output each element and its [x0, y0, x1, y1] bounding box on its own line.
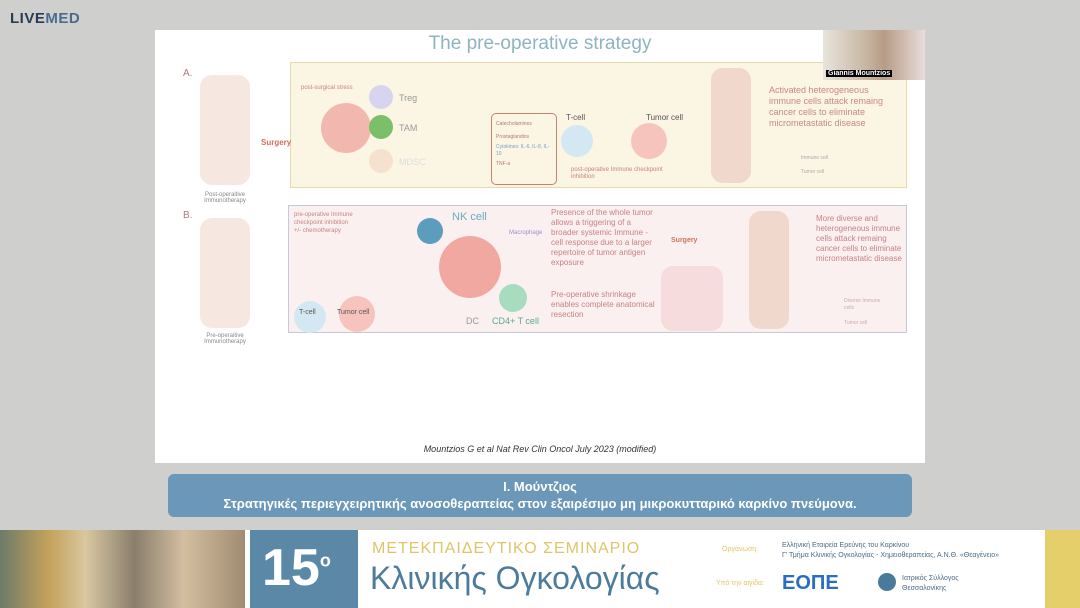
legend-item: Cytokines: IL-6, IL-8, IL-10 [496, 144, 550, 157]
talk-title: Στρατηγικές περιεγχειρητικής ανοσοθεραπε… [223, 496, 857, 511]
body-figure-a [711, 68, 751, 183]
tumor-cell [339, 296, 375, 332]
legend-item: Prostaglandins [496, 134, 530, 140]
legend-item: TNF-a [496, 161, 511, 167]
tumor-cell-label: Tumor cell [337, 309, 370, 316]
treg-cell [369, 85, 393, 109]
tumor-cluster [321, 103, 371, 153]
eope-logo: ΕΟΠΕ [782, 572, 839, 594]
nk-cell [417, 218, 443, 244]
speaker-name-tag: Giannis Mountzios [826, 70, 893, 77]
speaker-webcam: Giannis Mountzios [823, 30, 925, 80]
t-cell-label: T-cell [566, 113, 586, 122]
legend-item: Catecholamines [496, 121, 532, 127]
panel-b-description: More diverse and heterogeneous immune ce… [816, 214, 902, 263]
slide-title: The pre-operative strategy [428, 33, 652, 54]
livemed-logo: LIVEMED [10, 10, 81, 27]
panel-b-caption: Pre-operaitive Immunotherapy [204, 333, 246, 345]
treatment-label: pre-operative Immune checkpoint inhibiti… [294, 212, 353, 234]
edition-number: 15ο [250, 530, 358, 608]
seminar-banner: 15ο ΜΕΤΕΚΠΑΙΔΕΥΤΙΚΟ ΣΕΜΙΝΑΡΙΟ Κλινικής Ο… [0, 530, 1080, 608]
panel-a: post-surgical stress Surgery Treg TAM MD… [261, 62, 907, 188]
t-cell [294, 301, 326, 333]
panel-b-text1: Presence of the whole tumor allows a tri… [551, 208, 653, 267]
key-diverse: Diverse Immune cells [844, 298, 881, 311]
key-immune: Immune cell [801, 155, 828, 161]
patient-figure-b [200, 218, 250, 328]
mdsc-label: MDSC [399, 157, 426, 167]
organization-label: Οργάνωση: [722, 546, 759, 553]
tumor-cell [631, 123, 667, 159]
nk-label: NK cell [452, 211, 487, 223]
presentation-slide: The pre-operative strategy A. Post-opera… [155, 30, 925, 463]
ordinal: ο [319, 550, 331, 571]
key-tumor: Tumor cell [844, 320, 868, 326]
key-tumor: Tumor cell [801, 169, 825, 175]
panel-a-caption: Post-operaitive Immunotherapy [204, 192, 246, 204]
organization-2: Γ' Τμήμα Κλινικής Ογκολογίας - Χημειοθερ… [782, 552, 999, 559]
speaker-name: Ι. Μούντζιος [503, 479, 577, 494]
seminar-label: ΜΕΤΕΚΠΑΙΔΕΥΤΙΚΟ ΣΕΜΙΝΑΡΙΟ [372, 540, 641, 557]
cd4-cell [499, 284, 527, 312]
panel-a-label: A. [183, 68, 193, 79]
byzantine-icon-image [0, 530, 245, 608]
aegis-label: Υπό την αιγίδα: [716, 580, 764, 587]
tam-label: TAM [399, 123, 418, 133]
panel-b-label: B. [183, 210, 193, 221]
body-figure-b [749, 211, 789, 329]
t-cell-label: T-cell [299, 309, 316, 316]
panel-b-text2: Pre-operative shrinkage enables complete… [551, 290, 655, 319]
banner-accent [1045, 530, 1080, 608]
mediator-legend: Catecholamines Prostaglandins Cytokines:… [491, 113, 557, 185]
number: 15 [262, 539, 320, 597]
cd4-label: CD4+ T cell [492, 316, 539, 326]
tumor-mass [439, 236, 501, 298]
mdsc-cell [369, 149, 393, 173]
panel-b: pre-operative Immune checkpoint inhibiti… [288, 205, 907, 333]
t-cell [561, 125, 593, 157]
lungs-figure [661, 266, 723, 331]
tam-cell [369, 115, 393, 139]
surgery-label: Surgery [261, 138, 292, 147]
treg-label: Treg [399, 93, 418, 103]
tumor-cell-label: Tumor cell [646, 113, 684, 122]
citation: Mountzios G et al Nat Rev Clin Oncol Jul… [423, 444, 657, 454]
panel-a-description: Activated heterogeneous immune cells att… [769, 85, 884, 128]
dc-label: DC [466, 316, 479, 326]
macrophage-label: Macrophage [509, 230, 543, 236]
medical-association: Ιατρικός Σύλλογος Θεσσαλονίκης [902, 575, 959, 592]
medical-association-logo [878, 573, 896, 591]
surgery-label: Surgery [671, 237, 698, 244]
organization-1: Ελληνική Εταιρεία Ερεύνης του Καρκίνου [782, 542, 910, 549]
checkpoint-label: post-operative Immune checkpoint inhibit… [571, 167, 663, 180]
seminar-topic: Κλινικής Ογκολογίας [370, 560, 660, 596]
patient-figure-a [200, 75, 250, 185]
caption-bar: Ι. Μούντζιος Στρατηγικές περιεγχειρητική… [168, 474, 912, 517]
stress-label: post-surgical stress [301, 85, 353, 91]
